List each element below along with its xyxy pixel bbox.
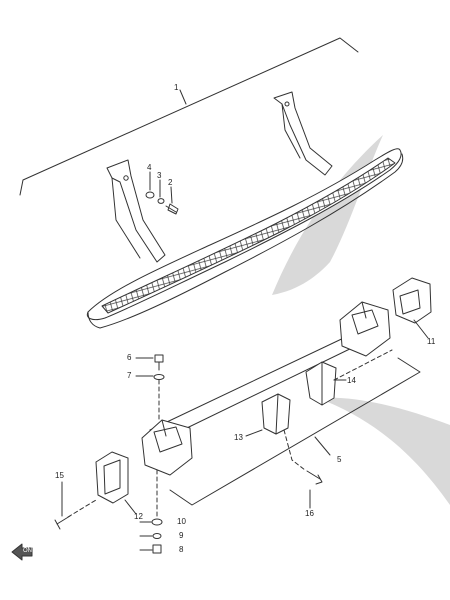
callout-13: 13: [234, 433, 243, 442]
callout-1: 1: [174, 83, 179, 92]
leader-1: [179, 89, 187, 105]
direction-arrow-icon: [11, 543, 33, 561]
callout-2: 2: [168, 178, 173, 187]
callout-9: 9: [179, 531, 184, 540]
running-board: [86, 148, 404, 329]
step-support-front: [106, 159, 166, 263]
callout-14: 14: [347, 376, 356, 385]
callout-5: 5: [337, 455, 342, 464]
step-support-rear: [273, 91, 333, 176]
step-hardware: [145, 171, 179, 215]
bracket-12: [95, 451, 129, 504]
callout-12: 12: [134, 512, 143, 521]
end-cap-11: [392, 277, 432, 324]
callout-16: 16: [305, 509, 314, 518]
frame-end-right: [339, 301, 391, 357]
callout-4: 4: [147, 163, 152, 172]
fasteners: [54, 354, 323, 554]
callout-3: 3: [157, 171, 162, 180]
watermark-swoosh-lower: [318, 397, 450, 505]
bracket-part-5: [169, 357, 421, 506]
leaders: [61, 319, 429, 551]
bracket-part-1: [19, 37, 359, 196]
callout-8: 8: [179, 545, 184, 554]
callout-11: 11: [427, 337, 436, 346]
alignment-lines: [67, 349, 393, 519]
callout-10: 10: [177, 517, 186, 526]
callout-7: 7: [127, 371, 132, 380]
callout-6: 6: [127, 353, 132, 362]
callout-15: 15: [55, 471, 64, 480]
direction-label: ON: [23, 548, 32, 554]
frame-end-left: [141, 419, 193, 476]
